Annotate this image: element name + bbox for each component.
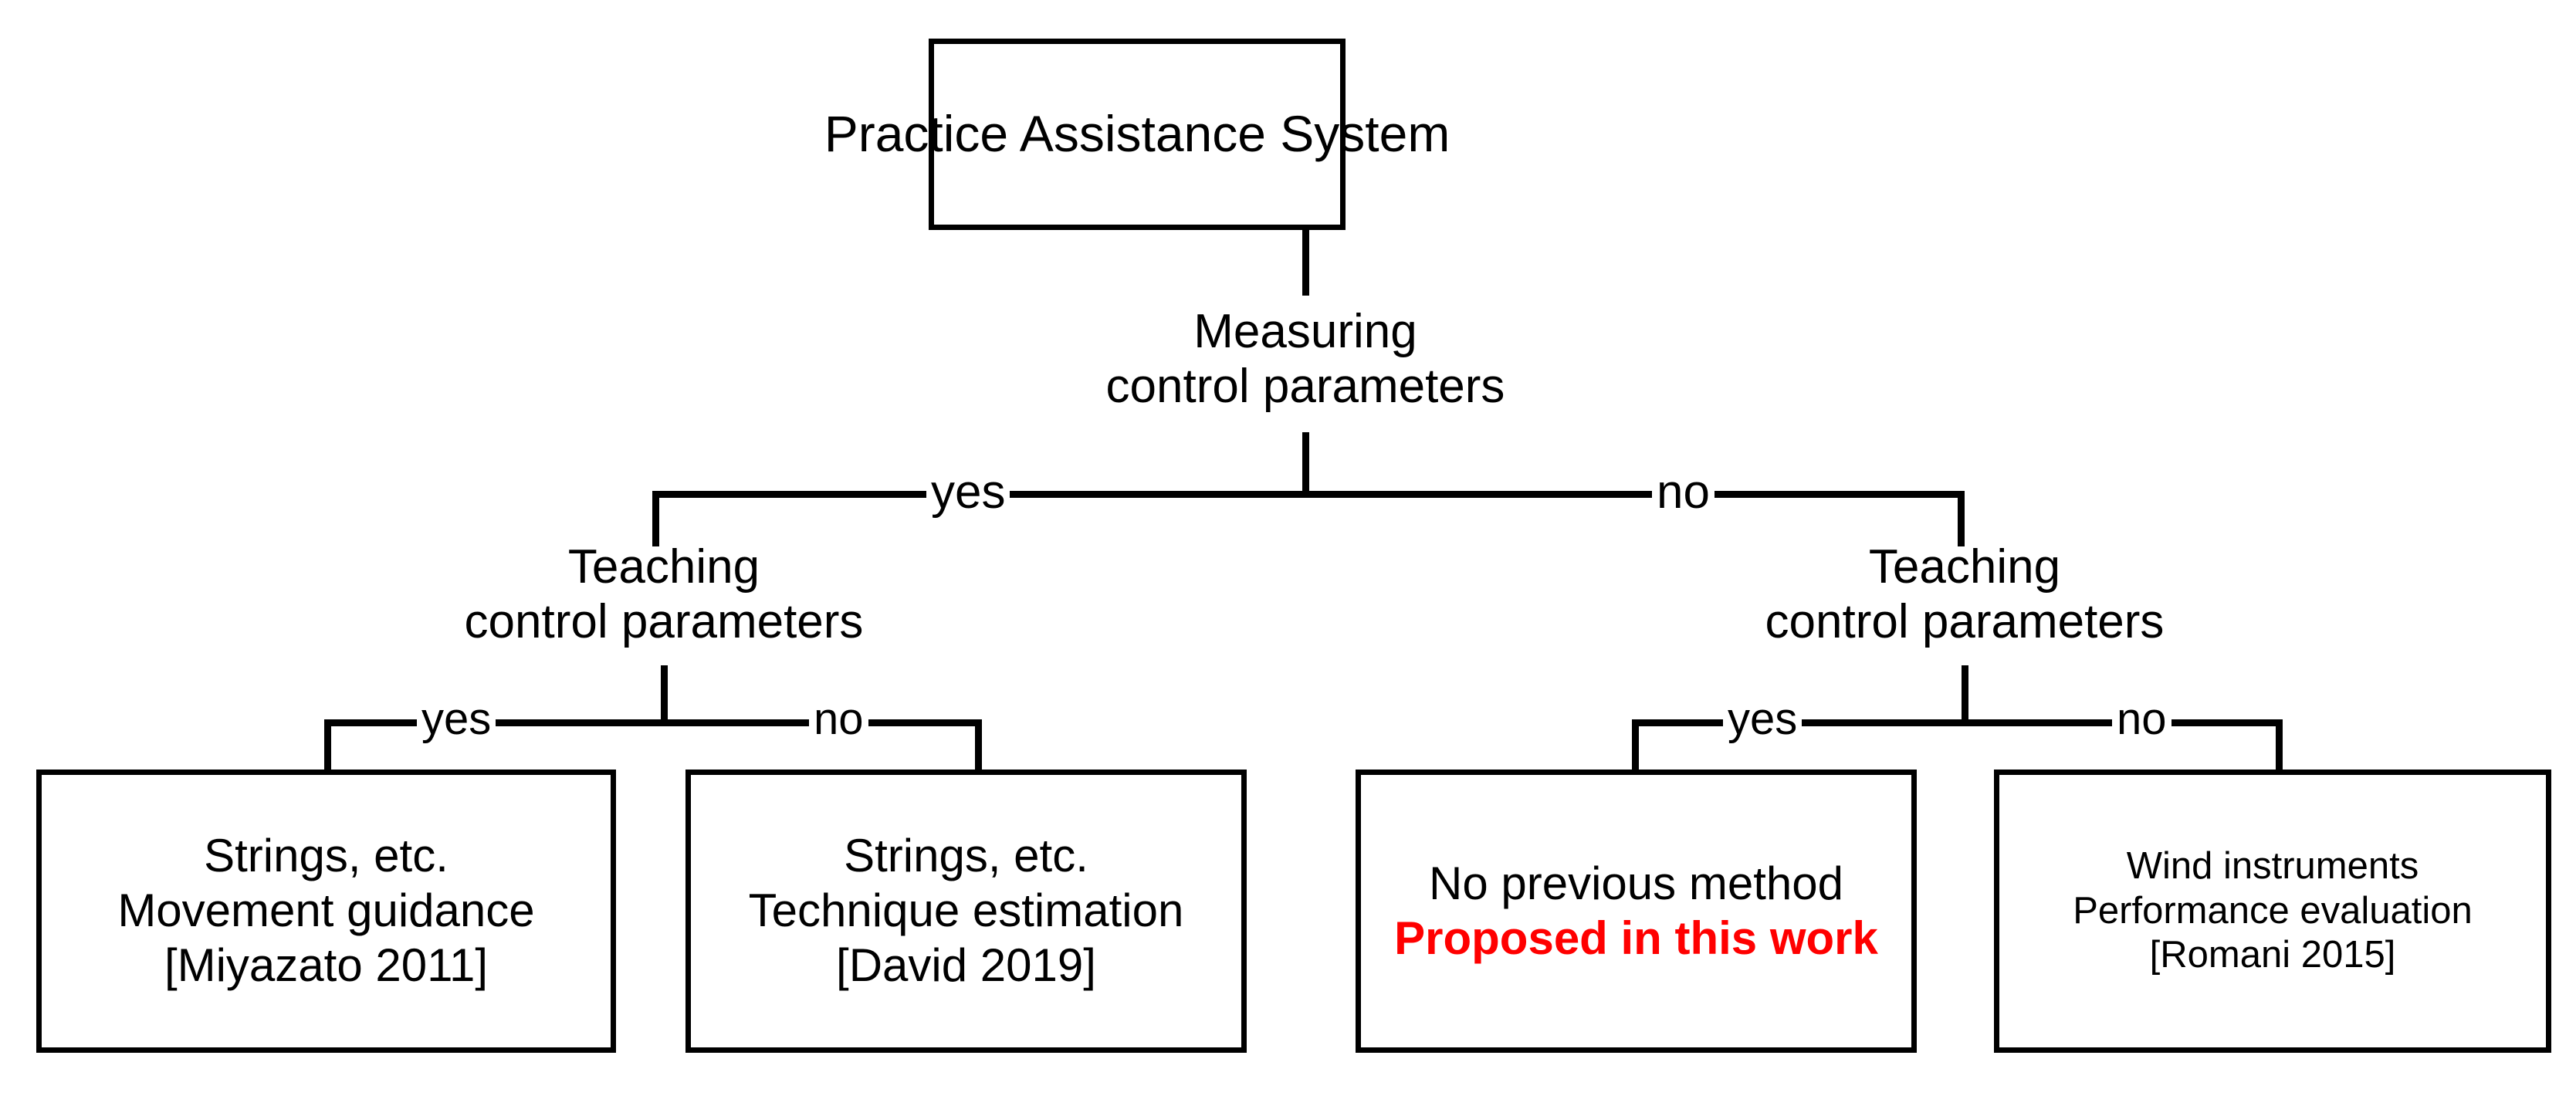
decision-teaching-control-parameters-left: Teaching control parameters [394, 540, 934, 649]
connector-measuring-stem [1302, 432, 1309, 496]
edge-label-teaching-right-no: no [2112, 697, 2171, 742]
leaf-1-citation: [Miyazato 2011] [164, 939, 489, 991]
leaf-4-citation: [Romani 2015] [2149, 934, 2396, 976]
leaf-3-proposed-highlight: Proposed in this work [1394, 912, 1878, 964]
edge-label-teaching-right-yes: yes [1723, 697, 1803, 742]
connector-root-to-measuring [1302, 229, 1309, 296]
edge-label-teaching-left-no: no [809, 697, 868, 742]
connector-teaching-left-no-drop [975, 719, 982, 772]
connector-teaching-right-yes-drop [1632, 719, 1639, 772]
leaf-4-line1: Wind instruments [2126, 844, 2419, 887]
leaf-3-line1: No previous method [1429, 857, 1843, 909]
leaf-1-line1: Strings, etc. [204, 830, 449, 882]
decision-teaching-left-line1: Teaching [567, 540, 760, 594]
edge-label-measuring-yes: yes [926, 469, 1010, 516]
edge-label-teaching-left-yes: yes [417, 697, 496, 742]
leaf-node-strings-technique-estimation: Strings, etc. Technique estimation [Davi… [685, 770, 1247, 1053]
leaf-2-line2: Technique estimation [748, 885, 1184, 937]
leaf-4-line2: Performance evaluation [2073, 889, 2473, 932]
root-node-label: Practice Assistance System [824, 105, 1450, 163]
leaf-1-line2: Movement guidance [117, 885, 535, 937]
connector-teaching-left-stem [661, 665, 668, 723]
decision-teaching-right-line1: Teaching [1868, 540, 2061, 594]
connector-teaching-left-yes-drop [324, 719, 331, 772]
connector-teaching-right-stem [1962, 665, 1968, 723]
decision-teaching-control-parameters-right: Teaching control parameters [1694, 540, 2235, 649]
branch-bar-level2-right [1632, 719, 2283, 726]
decision-measuring-control-parameters: Measuring control parameters [1035, 305, 1576, 414]
connector-teaching-right-no-drop [2276, 719, 2283, 772]
leaf-2-citation: [David 2019] [836, 939, 1096, 991]
decision-measuring-line2: control parameters [1105, 359, 1505, 413]
root-node-practice-assistance-system: Practice Assistance System [824, 39, 1450, 230]
connector-measuring-no-drop [1958, 491, 1965, 546]
decision-measuring-line1: Measuring [1193, 305, 1417, 358]
connector-measuring-yes-drop [652, 491, 659, 546]
leaf-node-wind-performance-evaluation: Wind instruments Performance evaluation … [1994, 770, 2551, 1053]
leaf-node-no-previous-method: No previous method Proposed in this work [1356, 770, 1917, 1053]
branch-bar-level1 [652, 491, 1965, 498]
leaf-2-line1: Strings, etc. [844, 830, 1088, 882]
edge-label-measuring-no: no [1652, 469, 1715, 516]
decision-teaching-right-line2: control parameters [1765, 594, 2165, 648]
decision-teaching-left-line2: control parameters [464, 594, 864, 648]
leaf-node-strings-movement-guidance: Strings, etc. Movement guidance [Miyazat… [36, 770, 616, 1053]
branch-bar-level2-left [324, 719, 982, 726]
